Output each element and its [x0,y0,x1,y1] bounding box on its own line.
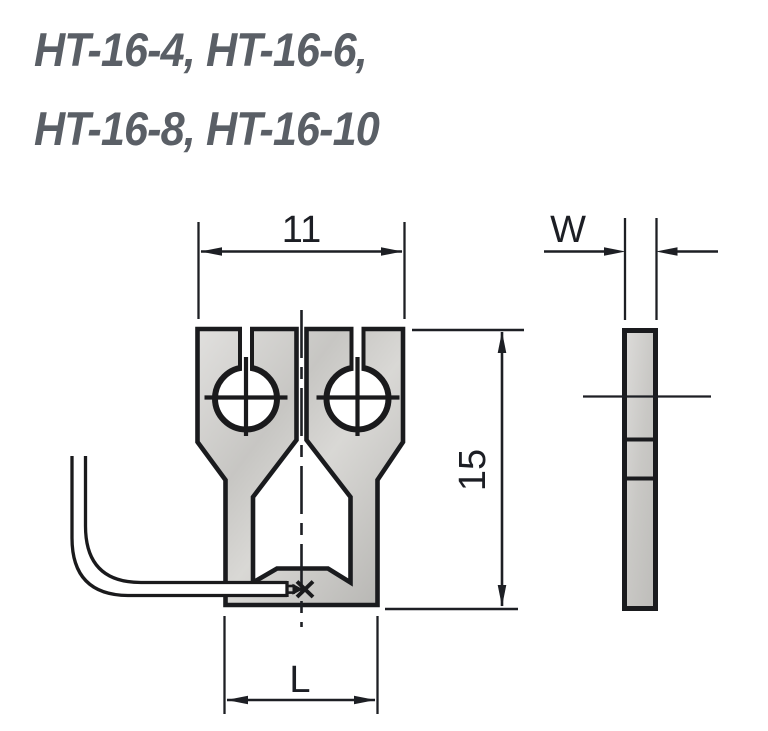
dimension-base-width: L [223,616,379,714]
dimension-label-top-width: 11 [282,209,321,251]
dimension-arrow-up [497,331,507,353]
dimension-arrow-right [354,695,376,705]
dimension-label-thickness: W [550,209,586,251]
dimension-thickness: W [544,209,718,320]
wire-leader [70,456,303,598]
dimension-label-overall-height: 15 [452,449,494,491]
side-profile [622,328,658,611]
dimension-label-base-width: L [289,659,310,701]
part-number-line-2: HT-16-8, HT-16-10 [34,102,380,155]
front-view: 11 15 L [70,209,524,714]
dimension-arrow-left [200,247,222,256]
wire-body [72,456,287,596]
crimp-point-marker [295,580,315,599]
left-hole [204,324,288,436]
side-view: W [544,209,718,611]
part-number-title: HT-16-4, HT-16-6, HT-16-8, HT-16-10 [34,10,512,168]
dimension-top-width: 11 [197,209,406,319]
dimension-arrow-down [497,585,507,607]
part-number-line-1: HT-16-4, HT-16-6, [34,23,368,76]
dimension-arrow-right-pointing [604,247,626,256]
insertion-arrow-head [292,583,303,595]
dimension-arrow-left-pointing [656,247,678,256]
right-hole [316,324,400,436]
dimension-arrow-right [381,247,403,256]
dimension-arrow-left [226,695,248,705]
wire-inner-edge [83,456,287,585]
dimension-overall-height: 15 [385,328,524,611]
wire-outer-edge [70,456,287,598]
